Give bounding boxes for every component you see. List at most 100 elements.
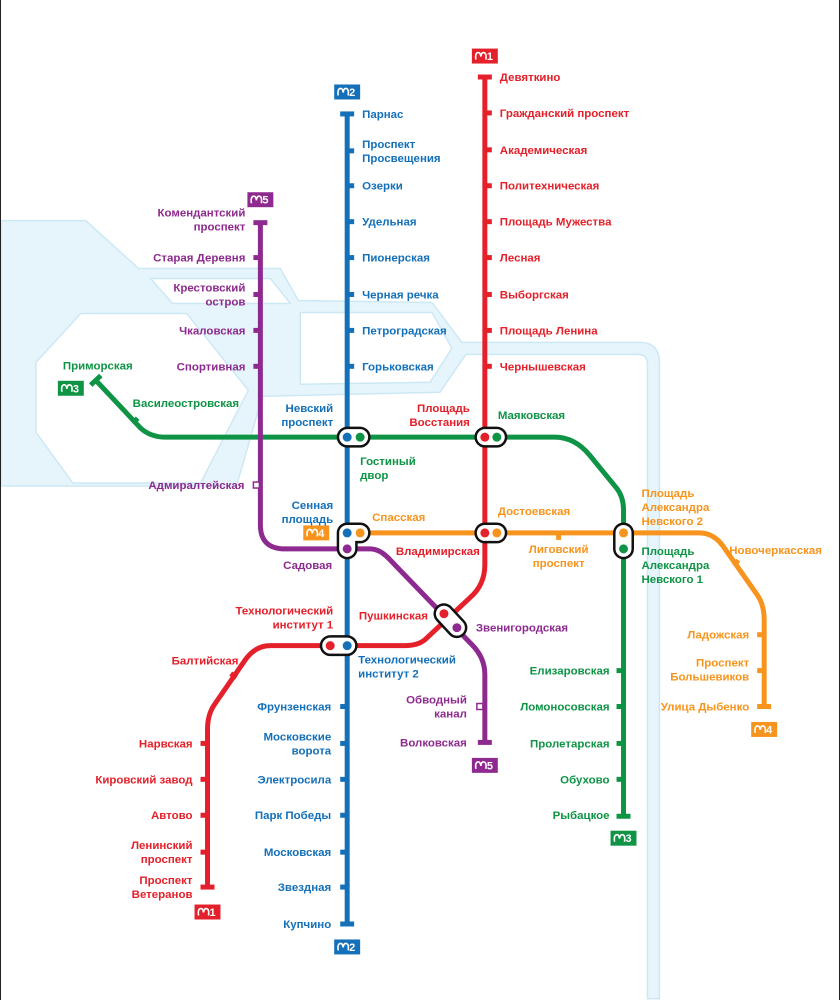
- station-label[interactable]: Пушкинская: [359, 611, 428, 623]
- station-label[interactable]: Купчино: [283, 919, 331, 931]
- station-3-8[interactable]: Обухово: [560, 774, 622, 786]
- station-label[interactable]: Балтийская: [172, 656, 239, 668]
- station-1-16[interactable]: Автово: [151, 810, 206, 822]
- station-label[interactable]: Озерки: [362, 181, 403, 193]
- station-label[interactable]: Улица Дыбенко: [661, 701, 749, 713]
- station-5-6[interactable]: Садовая: [283, 560, 332, 572]
- station-1-2[interactable]: Академическая: [486, 145, 588, 157]
- station-1-15[interactable]: Кировский завод: [95, 774, 206, 786]
- station-3-5[interactable]: Елизаровская: [530, 666, 622, 678]
- station-1-6[interactable]: Выборгская: [486, 289, 569, 301]
- station-4-0[interactable]: Спасская: [372, 512, 425, 524]
- transfer-node[interactable]: [336, 426, 371, 448]
- station-2-13[interactable]: Электросила: [258, 774, 346, 786]
- station-label[interactable]: Политехническая: [500, 181, 600, 193]
- station-3-3[interactable]: Маяковская: [498, 410, 565, 422]
- station-label[interactable]: Площадь Мужества: [500, 217, 612, 229]
- station-label[interactable]: Чкаловская: [179, 325, 245, 337]
- station-label[interactable]: Спасская: [372, 512, 425, 524]
- station-1-11[interactable]: Пушкинская: [359, 611, 428, 623]
- station-label[interactable]: Парнас: [362, 109, 404, 121]
- station-3-1[interactable]: Василеостровская: [131, 398, 239, 426]
- station-label[interactable]: Адмиралтейская: [148, 480, 244, 492]
- station-label[interactable]: Петроградская: [362, 325, 447, 337]
- station-1-5[interactable]: Лесная: [486, 253, 541, 265]
- station-1-3[interactable]: Политехническая: [486, 181, 600, 193]
- station-1-4[interactable]: Площадь Мужества: [486, 217, 612, 229]
- transfer-node[interactable]: [474, 426, 508, 448]
- transfer-node[interactable]: [474, 522, 508, 544]
- station-label[interactable]: Московская: [264, 847, 331, 859]
- station-1-7[interactable]: Площадь Ленина: [486, 325, 598, 337]
- station-5-5[interactable]: Адмиралтейская: [148, 480, 261, 492]
- station-1-8[interactable]: Чернышевская: [486, 361, 586, 373]
- station-label[interactable]: Кировский завод: [95, 774, 193, 786]
- station-label[interactable]: Электросила: [258, 774, 332, 786]
- station-label[interactable]: Лесная: [500, 253, 541, 265]
- transfer-node[interactable]: [613, 522, 634, 560]
- station-3-7[interactable]: Пролетарская: [530, 738, 622, 750]
- station-label[interactable]: Автово: [151, 810, 193, 822]
- station-2-5[interactable]: Черная речка: [349, 289, 439, 301]
- station-2-0[interactable]: Парнас: [340, 109, 404, 121]
- station-label[interactable]: Чернышевская: [500, 361, 586, 373]
- station-4-5[interactable]: Ладожская: [687, 630, 763, 642]
- station-label[interactable]: Елизаровская: [530, 666, 610, 678]
- station-label[interactable]: Звездная: [278, 882, 331, 894]
- station-label[interactable]: Садовая: [283, 560, 332, 572]
- station-2-16[interactable]: Звездная: [278, 882, 346, 894]
- station-label[interactable]: Ломоносовская: [520, 701, 609, 713]
- station-2-11[interactable]: Фрунзенская: [257, 701, 346, 713]
- station-2-15[interactable]: Московская: [264, 847, 346, 859]
- station-2-4[interactable]: Пионерская: [349, 253, 430, 265]
- station-2-3[interactable]: Удельная: [349, 217, 417, 229]
- station-label[interactable]: Пролетарская: [530, 738, 610, 750]
- station-label[interactable]: Девяткино: [500, 72, 561, 84]
- station-5-9[interactable]: Волковская: [400, 737, 492, 749]
- station-2-2[interactable]: Озерки: [349, 181, 403, 193]
- station-label[interactable]: Старая Деревня: [153, 253, 245, 265]
- station-label[interactable]: Пионерская: [362, 253, 430, 265]
- station-label[interactable]: Горьковская: [362, 361, 434, 373]
- station-3-0[interactable]: Приморская: [63, 360, 133, 387]
- station-5-3[interactable]: Чкаловская: [179, 325, 259, 337]
- station-2-6[interactable]: Петроградская: [349, 325, 447, 337]
- station-label[interactable]: Волковская: [400, 737, 467, 749]
- transfer-node[interactable]: [433, 603, 468, 639]
- station-label[interactable]: Спортивная: [177, 361, 246, 373]
- station-2-14[interactable]: Парк Победы: [255, 810, 346, 822]
- station-label[interactable]: Василеостровская: [133, 398, 239, 410]
- station-1-1[interactable]: Гражданский проспект: [486, 108, 630, 120]
- station-4-4[interactable]: Новочеркасская: [729, 545, 822, 568]
